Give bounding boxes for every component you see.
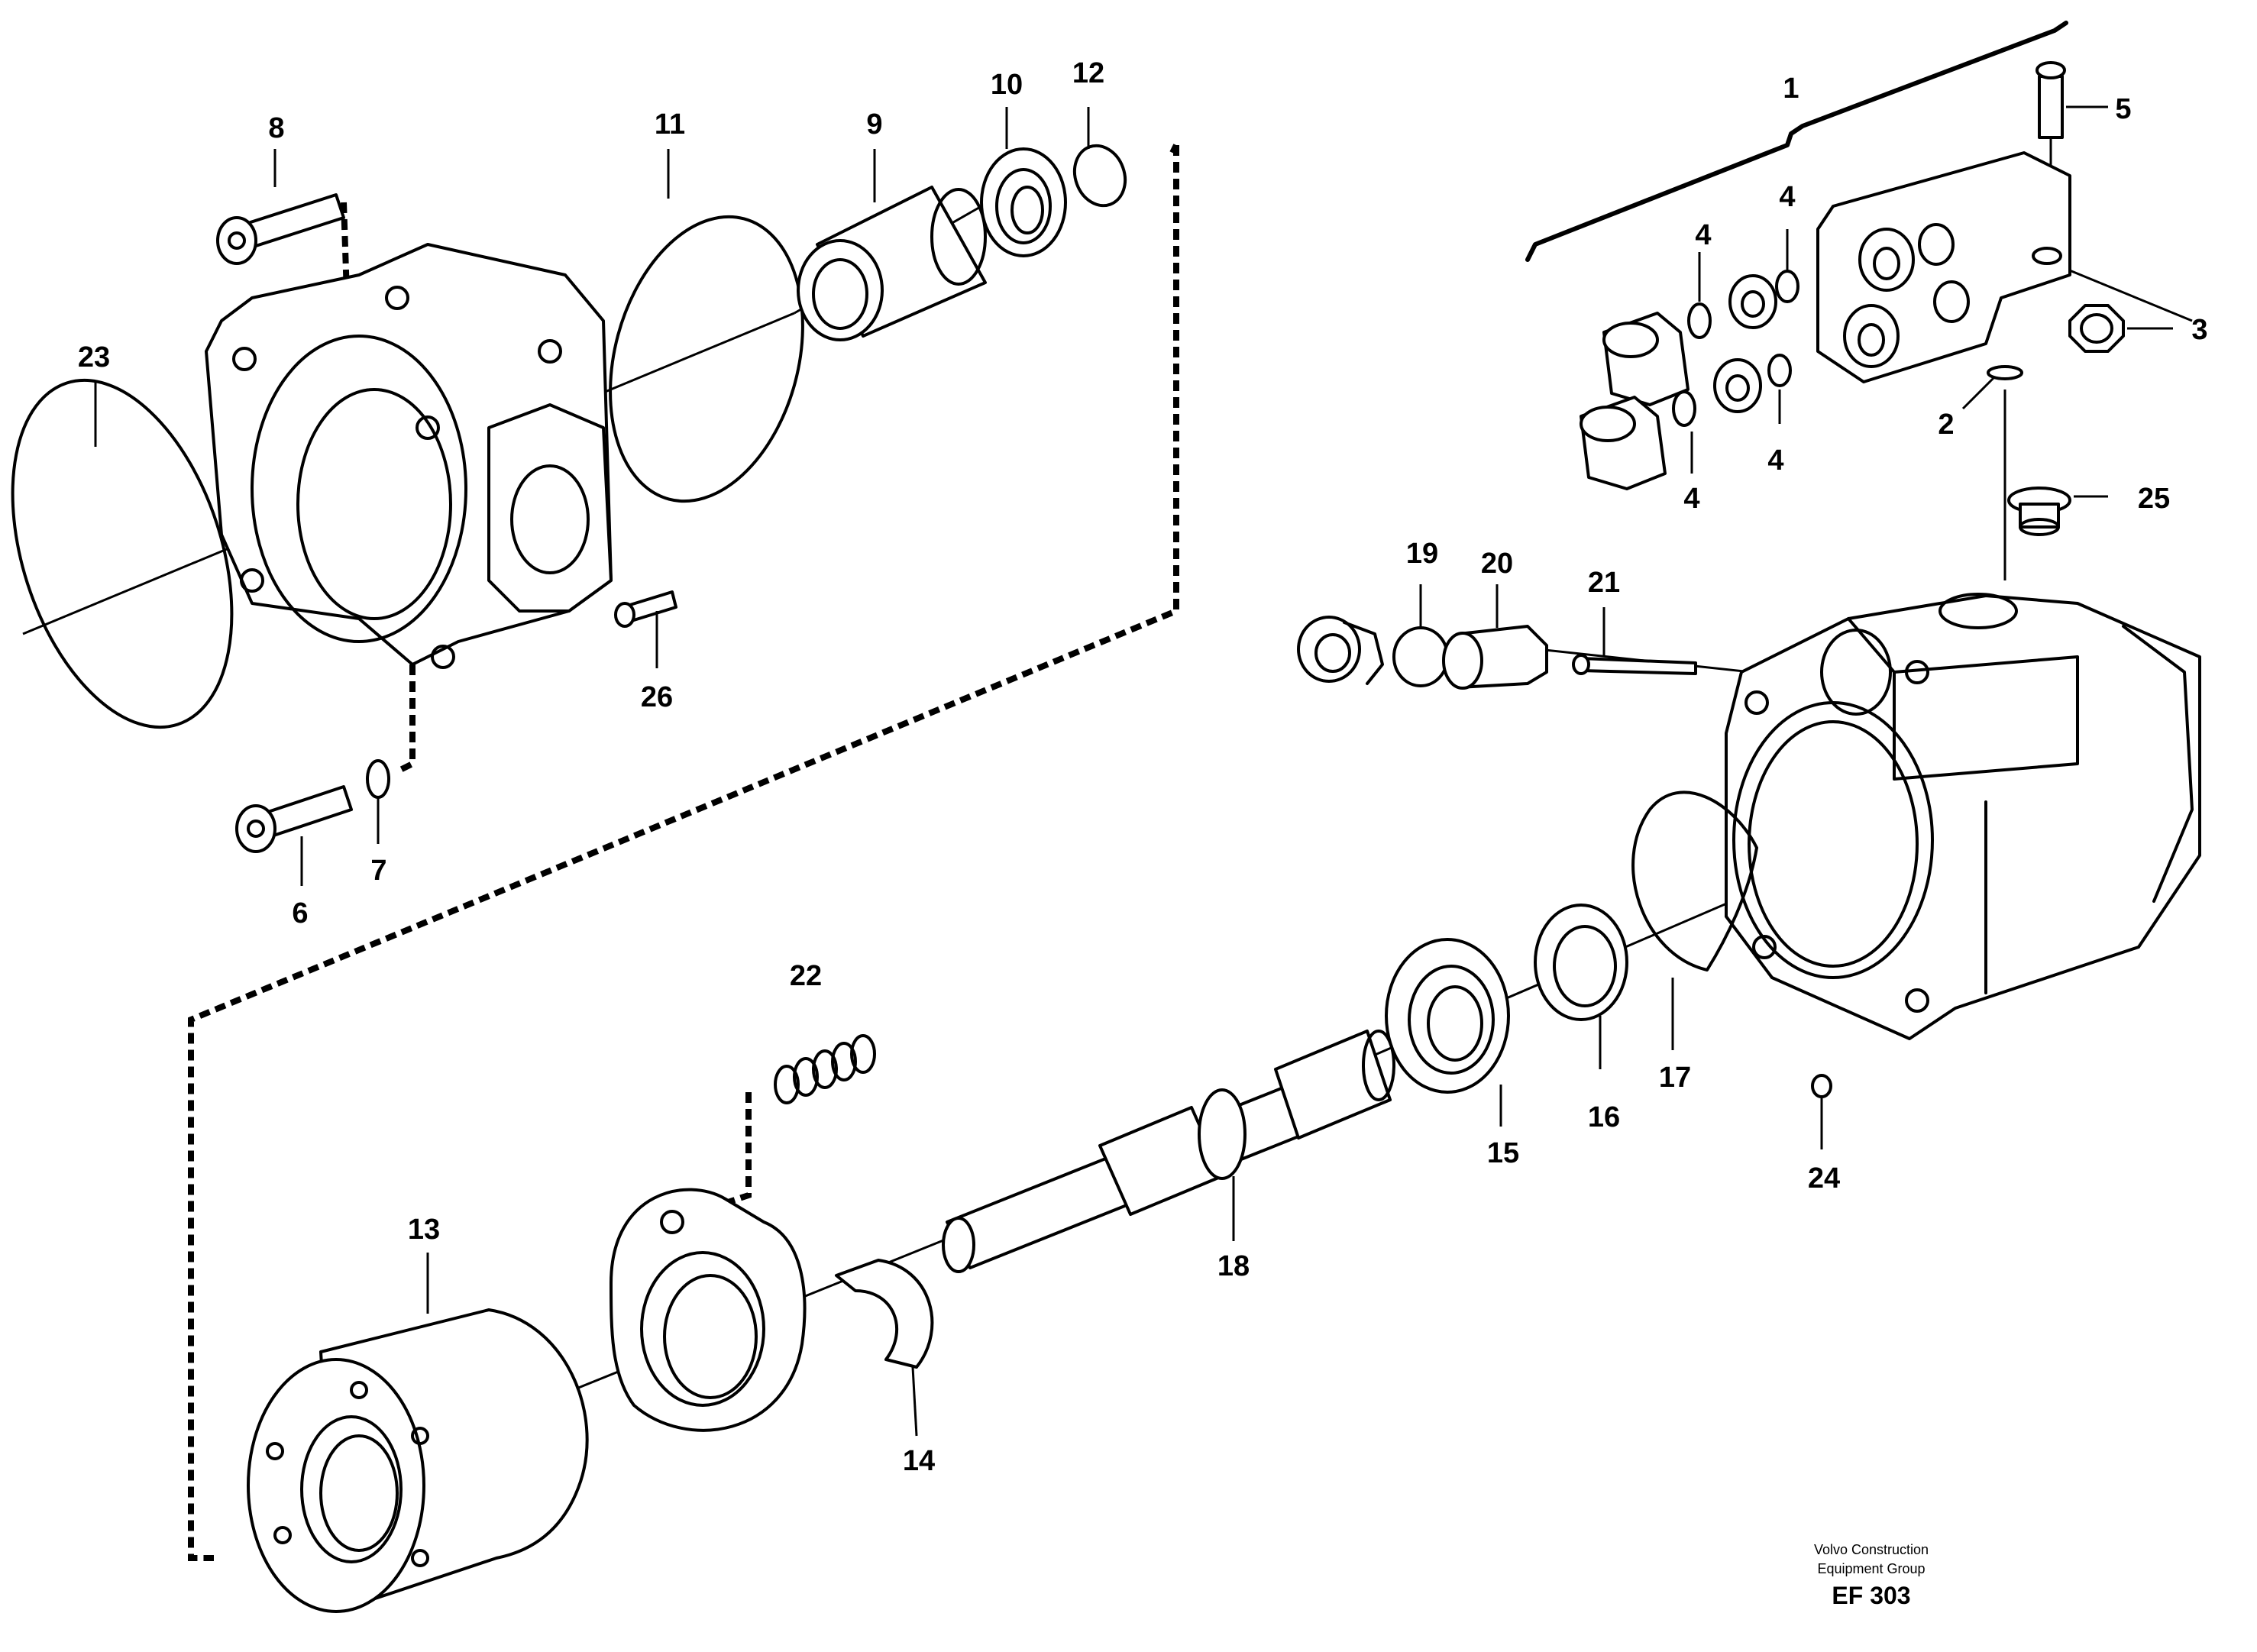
footer-code: EF 303: [1832, 1582, 1910, 1609]
leader-lines: [94, 105, 2173, 1437]
footer-credit: Volvo Construction Equipment Group EF 30…: [1814, 1542, 1929, 1609]
label-9: 9: [866, 108, 882, 141]
part-25-plug: [2007, 487, 2071, 536]
part-7-washer: [366, 759, 390, 799]
flange-housing: [205, 243, 613, 669]
label-1: 1: [1783, 73, 1799, 105]
label-25: 25: [2138, 483, 2170, 515]
label-15: 15: [1487, 1137, 1519, 1169]
part-11-o-ring: [609, 215, 804, 503]
label-5: 5: [2115, 93, 2131, 125]
part-12-snap-ring: [1072, 144, 1127, 208]
label-3: 3: [2191, 314, 2207, 346]
part-4-fittings: [1580, 270, 1799, 490]
part-9-sleeve: [797, 186, 987, 341]
part-15-bearing: [1385, 938, 1510, 1094]
label-2: 2: [1938, 409, 1954, 441]
part-3-plug: [2068, 304, 2125, 353]
part-21-rod: [1572, 654, 1697, 675]
cam-plate: [610, 1188, 807, 1432]
label-17: 17: [1659, 1062, 1691, 1094]
label-26: 26: [641, 681, 673, 713]
part-19-fitting: [1297, 616, 1384, 685]
part-labels: 1 2 3 4 4 4 4 5 6 7 8 9 10 11 12 13 14 1…: [78, 57, 2208, 1477]
label-12: 12: [1072, 57, 1104, 89]
part-8-bolt: [216, 193, 345, 265]
label-16: 16: [1588, 1101, 1620, 1133]
part-17-snap-ring: [1631, 790, 1758, 971]
label-18: 18: [1217, 1250, 1250, 1282]
part-19-o-ring: [1392, 626, 1449, 687]
label-13: 13: [408, 1214, 440, 1246]
label-7: 7: [370, 855, 386, 887]
label-14: 14: [903, 1445, 935, 1477]
label-20: 20: [1481, 548, 1513, 580]
label-4d: 4: [1767, 445, 1783, 477]
part-1-brace: [1525, 21, 2068, 262]
label-10: 10: [991, 69, 1023, 101]
part-26-pin: [614, 590, 677, 628]
part-20-piston: [1442, 625, 1548, 690]
part-18-shaft: [942, 1030, 1395, 1273]
part-13-cylinder-block: [247, 1308, 589, 1613]
label-4a: 4: [1695, 219, 1711, 251]
label-24: 24: [1808, 1162, 1840, 1195]
footer-line-1: Volvo Construction: [1814, 1542, 1929, 1557]
part-5-bolt: [2036, 61, 2066, 139]
part-1-valve-block: [1816, 151, 2071, 383]
label-8: 8: [268, 112, 284, 144]
part-10-bearing: [980, 147, 1067, 257]
label-23: 23: [78, 341, 110, 373]
label-6: 6: [292, 897, 308, 929]
part-6-bolt: [235, 785, 353, 853]
part-24-o-ring: [1811, 1074, 1832, 1098]
label-19: 19: [1406, 538, 1438, 570]
part-2-ring: [1987, 365, 2023, 380]
assembly-dashed-lines: [188, 144, 1179, 1561]
label-4b: 4: [1779, 181, 1795, 213]
label-22: 22: [790, 960, 822, 992]
part-16-seal: [1534, 904, 1628, 1021]
part-23-o-ring: [11, 378, 234, 729]
part-22-spring: [774, 1034, 876, 1104]
label-4c: 4: [1683, 483, 1699, 515]
footer-line-2: Equipment Group: [1817, 1561, 1925, 1576]
label-11: 11: [655, 108, 685, 141]
pump-housing: [1725, 593, 2201, 1040]
label-21: 21: [1588, 567, 1620, 599]
part-14-half-ring: [835, 1259, 934, 1369]
